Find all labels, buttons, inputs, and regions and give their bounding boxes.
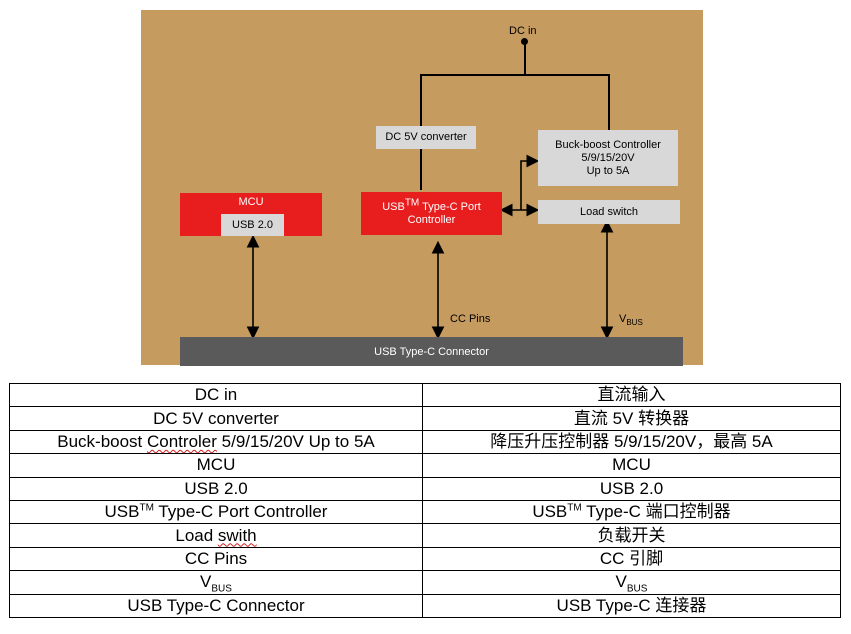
en-cell: MCU <box>9 453 423 478</box>
table-row: USBTM Type-C Port Controller USBTM Type-… <box>9 499 841 525</box>
buck-boost-line2: 5/9/15/20V <box>581 151 635 164</box>
block-diagram: DC in DC 5V converter Buck-boost Control… <box>141 10 703 365</box>
dc-converter-block: DC 5V converter <box>376 126 476 149</box>
usb2-block: USB 2.0 <box>221 214 284 236</box>
top-bus-wire <box>420 74 610 76</box>
zh-cell: USB Type-C 连接器 <box>422 593 841 618</box>
port-controller-block: USBTM Type-C Port Controller <box>361 192 502 235</box>
en-cell: DC in <box>9 382 423 408</box>
misspelled-word: swith <box>217 525 257 545</box>
en-cell: Load swith <box>9 523 423 548</box>
table-row: MCU MCU <box>9 453 841 478</box>
misspelled-word: Controler <box>147 431 217 451</box>
translation-table: DC in 直流输入 DC 5V converter 直流 5V 转换器 Buc… <box>9 382 841 618</box>
table-row: Buck-boost Controler 5/9/15/20V Up to 5A… <box>9 429 841 455</box>
en-cell: USB Type-C Connector <box>9 593 423 618</box>
zh-cell: MCU <box>422 453 841 478</box>
zh-cell: USB 2.0 <box>422 476 841 501</box>
table-row: Load swith 负载开关 <box>9 523 841 548</box>
vbus-label: VBUS <box>619 313 643 328</box>
usb-type-c-connector-bar: USB Type-C Connector <box>180 337 683 366</box>
zh-cell: 负载开关 <box>422 523 841 548</box>
mcu-label: MCU <box>238 196 264 208</box>
zh-cell: VBUS <box>422 570 841 595</box>
table-row: VBUS VBUS <box>9 570 841 595</box>
table-row: CC Pins CC 引脚 <box>9 546 841 572</box>
arrow-layer <box>246 154 614 340</box>
usb2-label: USB 2.0 <box>232 218 273 231</box>
zh-cell: 降压升压控制器 5/9/15/20V，最高 5A <box>422 429 841 455</box>
en-cell: USBTM Type-C Port Controller <box>9 499 423 525</box>
en-cell: USB 2.0 <box>9 476 423 501</box>
right-drop-wire <box>608 74 610 132</box>
table-row: USB 2.0 USB 2.0 <box>9 476 841 501</box>
buck-boost-line1: Buck-boost Controller <box>555 138 661 151</box>
en-cell: DC 5V converter <box>9 406 423 431</box>
table-row: DC 5V converter 直流 5V 转换器 <box>9 406 841 431</box>
dc-in-wire <box>524 40 526 75</box>
en-cell: CC Pins <box>9 546 423 572</box>
zh-cell: 直流输入 <box>422 382 841 408</box>
load-switch-block: Load switch <box>538 200 680 224</box>
table-row: USB Type-C Connector USB Type-C 连接器 <box>9 593 841 618</box>
port-controller-line1: USBTM Type-C Port <box>382 196 481 213</box>
dc-in-label: DC in <box>509 25 537 37</box>
dc-in-dot <box>521 38 528 45</box>
zh-cell: USBTM Type-C 端口控制器 <box>422 499 841 525</box>
buck-boost-block: Buck-boost Controller 5/9/15/20V Up to 5… <box>538 130 678 186</box>
load-switch-label: Load switch <box>579 205 639 218</box>
zh-cell: CC 引脚 <box>422 546 841 572</box>
buck-boost-line3: Up to 5A <box>586 164 630 177</box>
en-cell: VBUS <box>9 570 423 595</box>
zh-cell: 直流 5V 转换器 <box>422 406 841 431</box>
en-cell: Buck-boost Controler 5/9/15/20V Up to 5A <box>9 429 423 455</box>
port-controller-line2: Controller <box>407 213 456 226</box>
ctrl-buckboost-arrow <box>520 154 540 210</box>
cc-pins-label: CC Pins <box>450 313 491 325</box>
dc-converter-label: DC 5V converter <box>385 131 467 143</box>
table-row: DC in 直流输入 <box>9 382 841 408</box>
